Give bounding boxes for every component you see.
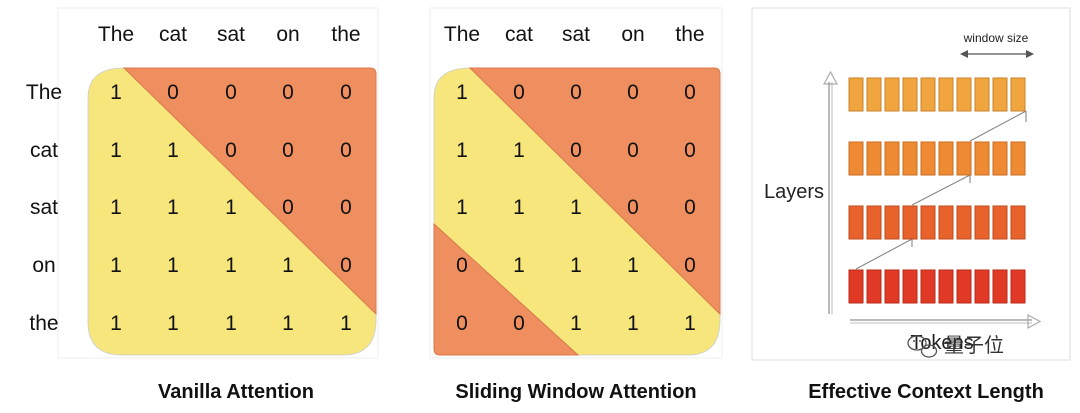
caption-effective-context: Effective Context Length [808,381,1044,403]
watermark: 量子位 [907,333,1004,358]
cell: 1 [167,254,179,277]
layers-label: Layers [764,181,824,203]
cell: 0 [627,81,639,104]
vanilla-attention-panel: The cat sat on the The cat sat on the 1 … [26,7,379,403]
tokens-label: Tokens [910,332,973,354]
cell: 0 [456,312,468,335]
layer-2-tokens [848,205,1026,240]
cell: 1 [570,254,582,277]
cell: 0 [340,196,352,219]
col-header-1: The [98,23,134,46]
cell: 0 [684,196,696,219]
effective-context-panel: window size Layers Tokens [751,7,1071,403]
layer-4-tokens [848,77,1026,112]
cell: 1 [110,196,122,219]
vanilla-column-headers: The cat sat on the [98,23,361,46]
cell: 0 [627,139,639,162]
receptive-field-lines [855,110,1027,270]
col-header-4: on [621,23,644,46]
cell: 0 [513,81,525,104]
cell: 1 [340,312,352,335]
col-header-3: sat [217,23,245,46]
attended-region [87,67,377,356]
cell: 1 [225,312,237,335]
col-header-1: The [444,23,480,46]
vanilla-matrix: 1 0 0 0 0 1 1 0 0 0 1 1 1 0 0 1 1 1 1 0 … [110,81,352,335]
row-header-4: on [32,254,55,277]
cell: 1 [456,196,468,219]
cell: 0 [340,254,352,277]
col-header-5: the [675,23,704,46]
layer-3-tokens [848,141,1026,176]
layers-axis-arrow [822,70,839,314]
row-header-3: sat [30,196,58,219]
window-size-arrow [960,50,1034,58]
watermark-text: 量子位 [944,333,1004,357]
masked-future-region [468,67,721,316]
cell: 1 [513,254,525,277]
cell: 0 [684,139,696,162]
cell: 1 [570,196,582,219]
row-header-1: The [26,81,62,104]
cell: 0 [340,139,352,162]
cell: 1 [684,312,696,335]
cell: 0 [340,81,352,104]
sliding-matrix: 1 0 0 0 0 1 1 0 0 0 1 1 1 0 0 0 1 1 1 0 … [456,81,696,335]
attended-window-region [433,67,721,356]
cell: 0 [167,81,179,104]
cell: 0 [282,81,294,104]
cell: 1 [110,312,122,335]
row-header-2: cat [30,139,58,162]
col-header-2: cat [159,23,187,46]
caption-sliding-window: Sliding Window Attention [455,381,696,403]
cell: 0 [282,196,294,219]
cell: 0 [684,81,696,104]
sliding-column-headers: The cat sat on the [444,23,705,46]
cell: 1 [456,139,468,162]
cell: 0 [570,81,582,104]
sliding-window-panel: The cat sat on the 1 0 0 0 0 1 1 0 0 0 1… [429,7,723,403]
cell: 0 [282,139,294,162]
wechat-icon [907,335,938,358]
col-header-3: sat [562,23,590,46]
masked-region [122,67,377,316]
cell: 1 [110,254,122,277]
cell: 1 [167,312,179,335]
col-header-2: cat [505,23,533,46]
cell: 1 [225,254,237,277]
cell: 1 [110,81,122,104]
cell: 0 [225,139,237,162]
col-header-5: the [331,23,360,46]
masked-out-of-window-region [433,222,580,356]
cell: 1 [513,139,525,162]
cell: 1 [167,196,179,219]
layer-1-tokens [848,269,1026,304]
cell: 0 [684,254,696,277]
cell: 1 [570,312,582,335]
cell: 1 [627,254,639,277]
cell: 0 [570,139,582,162]
tokens-axis-arrow [850,313,1042,330]
cell: 0 [627,196,639,219]
cell: 0 [225,81,237,104]
cell: 1 [282,312,294,335]
window-size-label: window size [963,31,1029,45]
cell: 0 [513,312,525,335]
cell: 1 [456,81,468,104]
cell: 0 [456,254,468,277]
cell: 1 [167,139,179,162]
caption-vanilla: Vanilla Attention [158,381,314,403]
col-header-4: on [276,23,299,46]
row-header-5: the [29,312,58,335]
cell: 1 [282,254,294,277]
cell: 1 [110,139,122,162]
cell: 1 [225,196,237,219]
vanilla-row-headers: The cat sat on the [26,81,62,335]
cell: 1 [513,196,525,219]
cell: 1 [627,312,639,335]
